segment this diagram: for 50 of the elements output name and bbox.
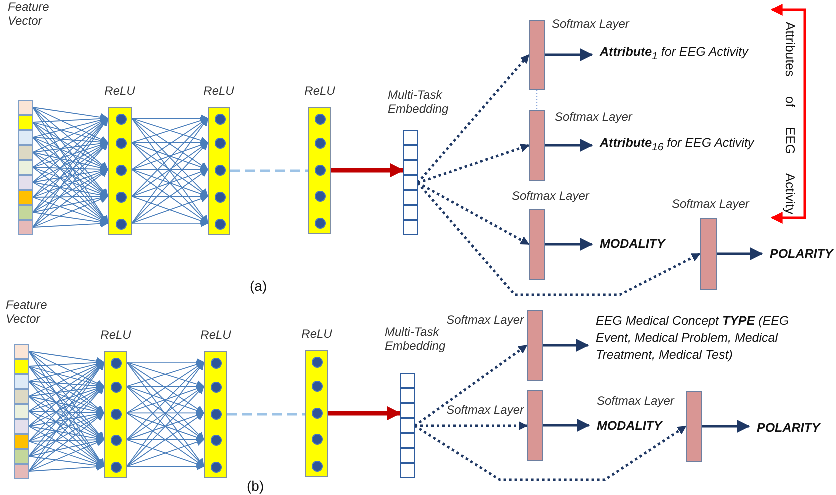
output-label: Attribute$_{16}$ for EEG Activity	[600, 135, 770, 156]
dashed-line	[227, 413, 305, 416]
dotted-arrow	[415, 422, 528, 430]
layer-label: Softmax Layer	[446, 313, 524, 327]
arrow	[545, 139, 594, 152]
dashed-line	[536, 90, 538, 110]
arrow	[545, 48, 594, 62]
weight-lines	[126, 358, 205, 471]
output-label: POLARITY	[757, 420, 827, 437]
weight-lines	[32, 107, 109, 228]
output-label: EEG Medical Concept TYPE (EEG Event, Medical Problem, Medical Treatment, Medical Test)	[596, 313, 821, 364]
arrow	[717, 248, 764, 260]
weight-lines	[28, 351, 105, 472]
layer-label: Softmax Layer	[672, 197, 751, 211]
bracket-label: Attributes of EEG Activity	[783, 22, 798, 214]
layer-label: Softmax Layer	[552, 17, 631, 31]
dashed-line	[230, 170, 308, 172]
dotted-arrow	[417, 54, 530, 184]
layer-label: Multi-Task Embedding	[388, 88, 450, 116]
layer-label: Softmax Layer	[512, 189, 591, 203]
arrow	[328, 406, 402, 420]
layer-label: ReLU	[300, 327, 334, 341]
layer-label: ReLU	[200, 328, 232, 342]
output-label: Attribute$_{1}$ for EEG Activity	[600, 44, 770, 66]
layer-label: ReLU	[104, 84, 136, 98]
panel-label: (a)	[250, 278, 268, 294]
arrow	[543, 419, 590, 432]
dotted-arrow	[414, 424, 687, 482]
panel-label: (b)	[247, 478, 264, 494]
dotted-arrow	[418, 144, 530, 184]
output-label: MODALITY	[597, 418, 687, 435]
layer-label: Multi-Task Embedding	[385, 325, 447, 353]
layer-label: Feature Vector	[8, 0, 50, 28]
arrow	[702, 420, 750, 433]
layer-label: Softmax Layer	[555, 110, 634, 124]
arrow	[543, 339, 590, 352]
layer-label: Softmax Layer	[597, 394, 676, 408]
arrow	[331, 164, 404, 178]
weight-lines	[132, 114, 209, 228]
layer-label: Feature Vector	[6, 298, 48, 326]
dotted-arrow	[417, 182, 530, 246]
arrow	[545, 238, 594, 251]
layer-label: ReLU	[202, 84, 236, 98]
layer-label: ReLU	[100, 328, 132, 342]
output-label: MODALITY	[600, 236, 690, 253]
layer-label: ReLU	[304, 84, 336, 98]
layer-label: Softmax Layer	[446, 403, 524, 417]
dotted-arrow	[417, 182, 701, 296]
output-label: POLARITY	[770, 246, 836, 263]
dotted-arrow	[414, 344, 528, 428]
